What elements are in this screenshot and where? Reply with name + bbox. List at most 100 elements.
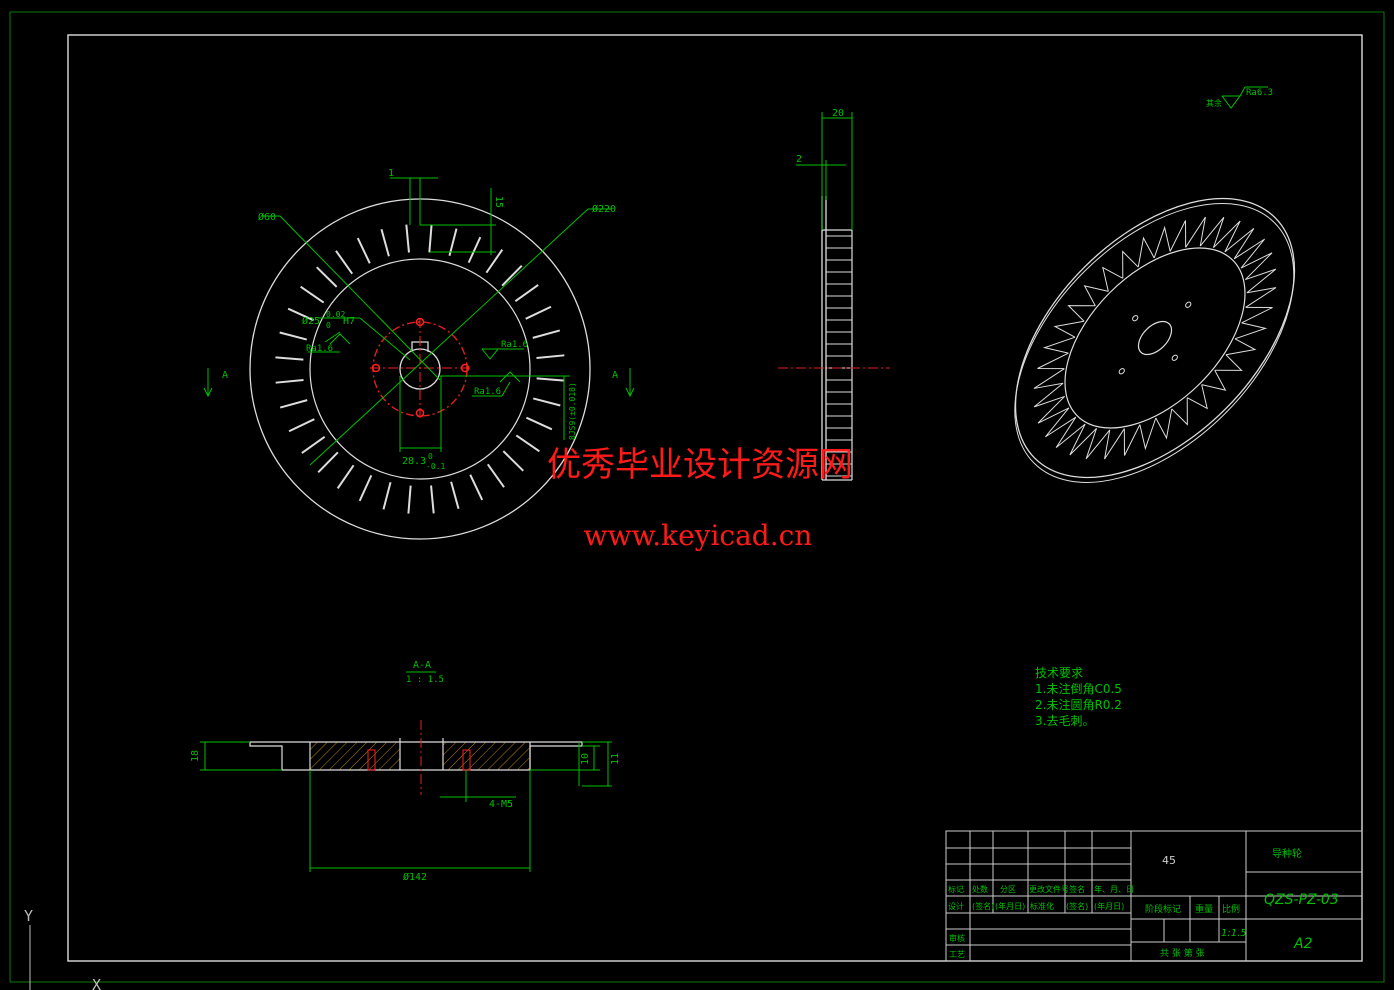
iso-blade — [1083, 285, 1109, 307]
iso-blade — [1245, 268, 1277, 294]
dim-d25-fit: H7 — [343, 316, 355, 327]
iso-bore — [1137, 320, 1173, 356]
iso-blade — [1185, 216, 1206, 248]
blade-slot — [301, 435, 326, 454]
section-view — [249, 720, 583, 795]
blade-slot — [279, 399, 308, 409]
iso-blade — [1153, 225, 1171, 259]
front-view — [249, 198, 591, 540]
blade-slot — [288, 418, 315, 433]
dim-h10: 10 — [580, 753, 591, 765]
iso-blade — [1169, 220, 1187, 252]
tb-h1-1: 处数 — [972, 884, 988, 894]
tb-sheet-count: 共 张 第 张 — [1160, 947, 1205, 959]
title-block-text: 45 导种轮 QZS-PZ-03 A2 1:1.5 标记 处数 分区 更改文件号… — [948, 847, 1339, 959]
iso-outer — [1014, 197, 1296, 479]
blade-slot — [428, 224, 433, 253]
tech-item-2: 2.未注圆角R0.2 — [1035, 697, 1122, 712]
blade-slot — [316, 266, 338, 288]
tb-stage: 阶段标记 — [1145, 903, 1181, 915]
drawing-frame — [67, 34, 1363, 962]
roughness-c: Ra1.6 — [474, 387, 501, 397]
iso-blade — [1171, 397, 1188, 426]
iso-blade — [1069, 423, 1097, 456]
iso-blade — [1037, 352, 1069, 370]
blade-slot — [501, 265, 523, 287]
iso-blade — [1123, 424, 1141, 456]
iso-blade — [1037, 396, 1070, 424]
iso-blade — [1042, 336, 1076, 354]
blade-slot — [532, 397, 561, 407]
iso-blade — [1155, 408, 1173, 440]
tb-h2-1: (签名) — [972, 901, 994, 911]
iso-blade — [1033, 382, 1065, 408]
iso-blade — [1104, 428, 1125, 460]
tb-part-name: 导种轮 — [1272, 847, 1302, 860]
roughness-b: Ra1.6 — [501, 340, 528, 350]
tech-item-3: 3.去毛刺。 — [1035, 714, 1094, 728]
roughness-note-value: Ra6.3 — [1246, 88, 1273, 98]
blade-slot — [287, 307, 315, 322]
iso-blade — [1033, 368, 1065, 389]
section-dimensions — [200, 741, 612, 872]
tb-h2-0: 设计 — [948, 901, 964, 911]
tb-h2-3: 标准化 — [1030, 901, 1054, 911]
tb-h1-3: 更改文件号 — [1029, 884, 1069, 894]
iso-blade — [1137, 236, 1155, 268]
iso-blades — [1033, 216, 1277, 460]
dim-2: 2 — [796, 154, 802, 165]
tb-ratio: 比例 — [1222, 903, 1240, 915]
blade-slot — [405, 224, 410, 253]
iso-blade — [1240, 252, 1273, 280]
blade-slot — [336, 464, 355, 489]
tb-scale: 1:1.5 — [1221, 928, 1247, 939]
dim-28-3-upper: 0 — [428, 452, 433, 461]
iso-outer-2 — [1014, 202, 1295, 483]
dim-depth: 8JS9(±0.018) — [568, 382, 577, 440]
iso-hole-3 — [1171, 354, 1178, 361]
blade-slot — [514, 284, 539, 303]
watermark-url: www.keyicad.cn — [584, 519, 813, 552]
tb-sheet-size: A2 — [1293, 936, 1313, 952]
section-title: A-A — [413, 660, 431, 671]
sheet-outer-border — [9, 11, 1385, 983]
iso-blade — [1067, 305, 1096, 322]
tap-hole-left — [367, 749, 376, 771]
dim-width-1: 1 — [388, 168, 394, 179]
tb-h1-4: 签名 — [1069, 884, 1085, 894]
ucs-icon: Y X — [24, 907, 101, 990]
blade-slot — [536, 354, 565, 359]
blade-slot — [450, 481, 460, 510]
tb-check: 审核 — [949, 933, 965, 943]
blade-slot — [335, 250, 354, 275]
iso-blade — [1085, 428, 1111, 460]
iso-blade — [1199, 216, 1225, 248]
watermark: 优秀毕业设计资源网 www.keyicad.cn — [547, 445, 853, 552]
tb-h1-0: 标记 — [948, 884, 964, 894]
iso-blade — [1233, 238, 1266, 269]
section-mark-left: A — [222, 370, 228, 381]
iso-blade — [1044, 407, 1077, 438]
iso-blade — [1214, 354, 1243, 371]
ucs-y: Y — [24, 907, 33, 925]
tb-h2-5: (年月日) — [1094, 901, 1124, 911]
side-view-dimensions — [796, 112, 853, 230]
blade-slot — [300, 285, 325, 304]
dim-28-3: 28.3 — [402, 456, 426, 467]
blade-slots — [275, 224, 565, 514]
tb-process: 工艺 — [949, 950, 965, 959]
blade-slot — [486, 463, 505, 488]
iso-hole-4 — [1132, 315, 1139, 322]
blade-slot — [515, 434, 540, 453]
tb-h2-2: (年月日) — [995, 901, 1025, 911]
dim-d25: Ø25 — [302, 315, 320, 327]
watermark-title: 优秀毕业设计资源网 — [547, 445, 853, 485]
iso-hole-2 — [1118, 368, 1125, 375]
blade-slot — [279, 331, 308, 341]
tech-item-1: 1.未注倒角C0.5 — [1035, 681, 1122, 696]
roughness-note-prefix: 其余 — [1206, 98, 1222, 108]
title-block — [945, 830, 1363, 962]
blade-slot — [502, 450, 524, 472]
blade-slot — [317, 451, 339, 473]
